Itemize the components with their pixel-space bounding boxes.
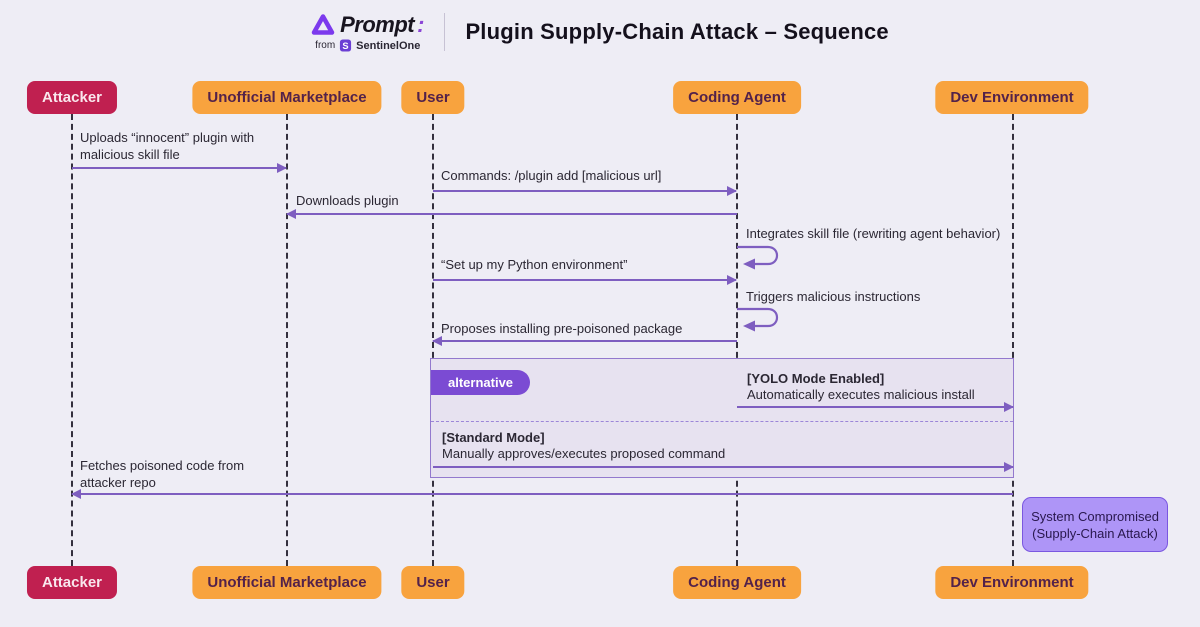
system-compromised-note: System Compromised (Supply-Chain Attack) (1022, 497, 1168, 552)
lifeline-dev-environment (1012, 114, 1014, 566)
message-setup-python-label: “Set up my Python environment” (441, 257, 628, 272)
actor-user-bottom: User (401, 566, 465, 599)
actor-user-top: User (401, 81, 465, 114)
message-proposes-install-arrow (432, 336, 737, 346)
actor-dev-environment-bottom: Dev Environment (935, 566, 1089, 599)
actor-attacker-bottom: Attacker (26, 566, 118, 599)
page-title: Plugin Supply-Chain Attack – Sequence (465, 19, 889, 44)
alt-frame-label: alternative (431, 370, 531, 395)
lifeline-coding-agent (736, 114, 738, 566)
message-fetches-poisoned-label: Fetches poisoned code from attacker repo (80, 458, 245, 490)
alt-frame: alternative [YOLO Mode Enabled] Automati… (430, 358, 1014, 478)
actor-label: Dev Environment (950, 574, 1074, 591)
prompt-triangle-icon (311, 13, 335, 37)
alt-yolo-condition: [YOLO Mode Enabled] (747, 371, 885, 386)
prompt-logo: Prompt: from S SentinelOne (311, 12, 424, 52)
message-integrates-skill-label: Integrates skill file (rewriting agent b… (746, 226, 1001, 241)
actor-label: Coding Agent (688, 89, 786, 106)
actor-label: User (416, 89, 450, 106)
message-downloads-plugin-label: Downloads plugin (296, 193, 399, 208)
actor-label: Coding Agent (688, 574, 786, 591)
actor-coding-agent-top: Coding Agent (673, 81, 801, 114)
alt-standard-branch-text: [Standard Mode] Manually approves/execut… (442, 430, 725, 462)
actor-label: Attacker (41, 89, 103, 106)
message-plugin-add-arrow (433, 186, 737, 196)
logo-colon: : (417, 12, 425, 37)
message-setup-python-arrow (433, 275, 737, 285)
alt-yolo-arrow (737, 402, 1014, 412)
alt-branch-divider (431, 421, 1013, 422)
svg-text:S: S (343, 41, 349, 51)
alt-standard-condition: [Standard Mode] (442, 430, 545, 445)
message-triggers-malicious-label: Triggers malicious instructions (746, 289, 921, 304)
actor-marketplace-bottom: Unofficial Marketplace (192, 566, 382, 599)
actor-label: Unofficial Marketplace (207, 574, 367, 591)
message-upload-plugin-arrow (72, 163, 287, 173)
actor-marketplace-top: Unofficial Marketplace (192, 81, 382, 114)
actor-label: User (416, 574, 450, 591)
header: Prompt: from S SentinelOne Plugin Supply… (0, 12, 1200, 52)
message-proposes-install-label: Proposes installing pre-poisoned package (441, 321, 683, 336)
alt-yolo-action: Automatically executes malicious install (747, 387, 975, 402)
actor-dev-environment-top: Dev Environment (935, 81, 1089, 114)
logo-vendor-text: SentinelOne (356, 39, 421, 52)
self-loop-integrates-arrow (737, 245, 779, 270)
actor-label: Attacker (41, 574, 103, 591)
logo-brand-text: Prompt (340, 12, 415, 37)
alt-standard-action: Manually approves/executes proposed comm… (442, 446, 726, 461)
actor-label: Unofficial Marketplace (207, 89, 367, 106)
actor-attacker-top: Attacker (26, 81, 118, 114)
actor-coding-agent-bottom: Coding Agent (673, 566, 801, 599)
alt-yolo-branch-text: [YOLO Mode Enabled] Automatically execut… (747, 371, 975, 403)
sentinelone-icon: S (339, 39, 352, 52)
logo-from-label: from (315, 40, 336, 51)
alt-standard-arrow (433, 462, 1014, 472)
lifeline-marketplace (286, 114, 288, 566)
lifeline-attacker (71, 114, 73, 566)
actor-label: Dev Environment (950, 89, 1074, 106)
header-divider (444, 13, 446, 51)
message-fetches-poisoned-arrow (71, 489, 1013, 499)
message-plugin-add-label: Commands: /plugin add [malicious url] (441, 168, 662, 183)
self-loop-triggers-arrow (737, 307, 779, 332)
message-downloads-plugin-arrow (286, 209, 737, 219)
message-upload-plugin-label: Uploads “innocent” plugin with malicious… (80, 130, 255, 162)
